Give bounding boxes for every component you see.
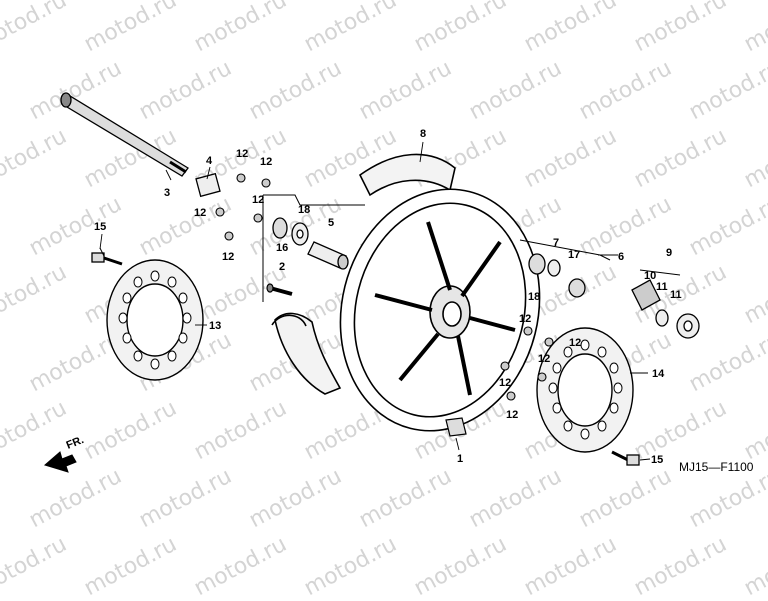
left-bearing-set	[272, 217, 309, 246]
callout-12i: 12	[499, 377, 511, 389]
callout-12a: 12	[236, 148, 248, 160]
callout-14: 14	[652, 368, 665, 380]
callout-4: 4	[206, 155, 213, 167]
callout-12f: 12	[519, 313, 531, 325]
callout-7: 7	[553, 237, 559, 249]
callout-10: 10	[644, 270, 656, 282]
callout-2: 2	[279, 261, 285, 273]
callout-3: 3	[164, 187, 170, 199]
callout-13: 13	[209, 320, 221, 332]
callout-17: 17	[568, 249, 580, 261]
callout-6: 6	[618, 251, 624, 263]
axle-collar	[195, 172, 221, 198]
callout-15a: 15	[94, 221, 106, 233]
speedometer-gearbox	[631, 279, 700, 339]
callout-12g: 12	[569, 337, 581, 349]
callout-11b: 11	[670, 289, 682, 301]
tire	[271, 153, 456, 395]
direction-label: FR.	[65, 434, 86, 452]
disc-bolt-left	[91, 252, 123, 266]
distance-collar	[307, 241, 349, 270]
direction-arrow	[43, 451, 77, 473]
callout-12d: 12	[252, 194, 264, 206]
callout-12b: 12	[260, 156, 272, 168]
callout-labels: 1 2 3 4 5 6 7 8 9 10 11 11 12 12 12 12 1…	[65, 128, 682, 466]
brake-disc-left	[106, 259, 204, 381]
callout-5: 5	[328, 217, 334, 229]
right-bearing-set	[528, 253, 586, 298]
disc-bolt-right	[611, 450, 640, 466]
callout-12h: 12	[538, 353, 550, 365]
diagram-code: MJ15—F1100	[679, 460, 754, 474]
callout-12e: 12	[222, 251, 234, 263]
callout-1: 1	[457, 453, 463, 465]
brake-disc-right	[536, 327, 634, 453]
callout-9: 9	[666, 247, 672, 259]
exploded-view-drawing: 1 2 3 4 5 6 7 8 9 10 11 11 12 12 12 12 1…	[43, 92, 700, 473]
callout-11a: 11	[656, 281, 668, 293]
callout-12c: 12	[194, 207, 206, 219]
callout-18b: 18	[528, 291, 540, 303]
callout-16: 16	[276, 242, 288, 254]
callout-12j: 12	[506, 409, 518, 421]
balance-weight	[445, 417, 467, 437]
callout-8: 8	[420, 128, 426, 140]
nuts	[215, 173, 554, 401]
callout-15b: 15	[651, 454, 663, 466]
front-axle	[60, 92, 189, 177]
wheel-rim	[339, 188, 541, 432]
tire-valve	[266, 283, 293, 296]
leader-lines	[99, 141, 651, 461]
callout-18a: 18	[298, 204, 310, 216]
